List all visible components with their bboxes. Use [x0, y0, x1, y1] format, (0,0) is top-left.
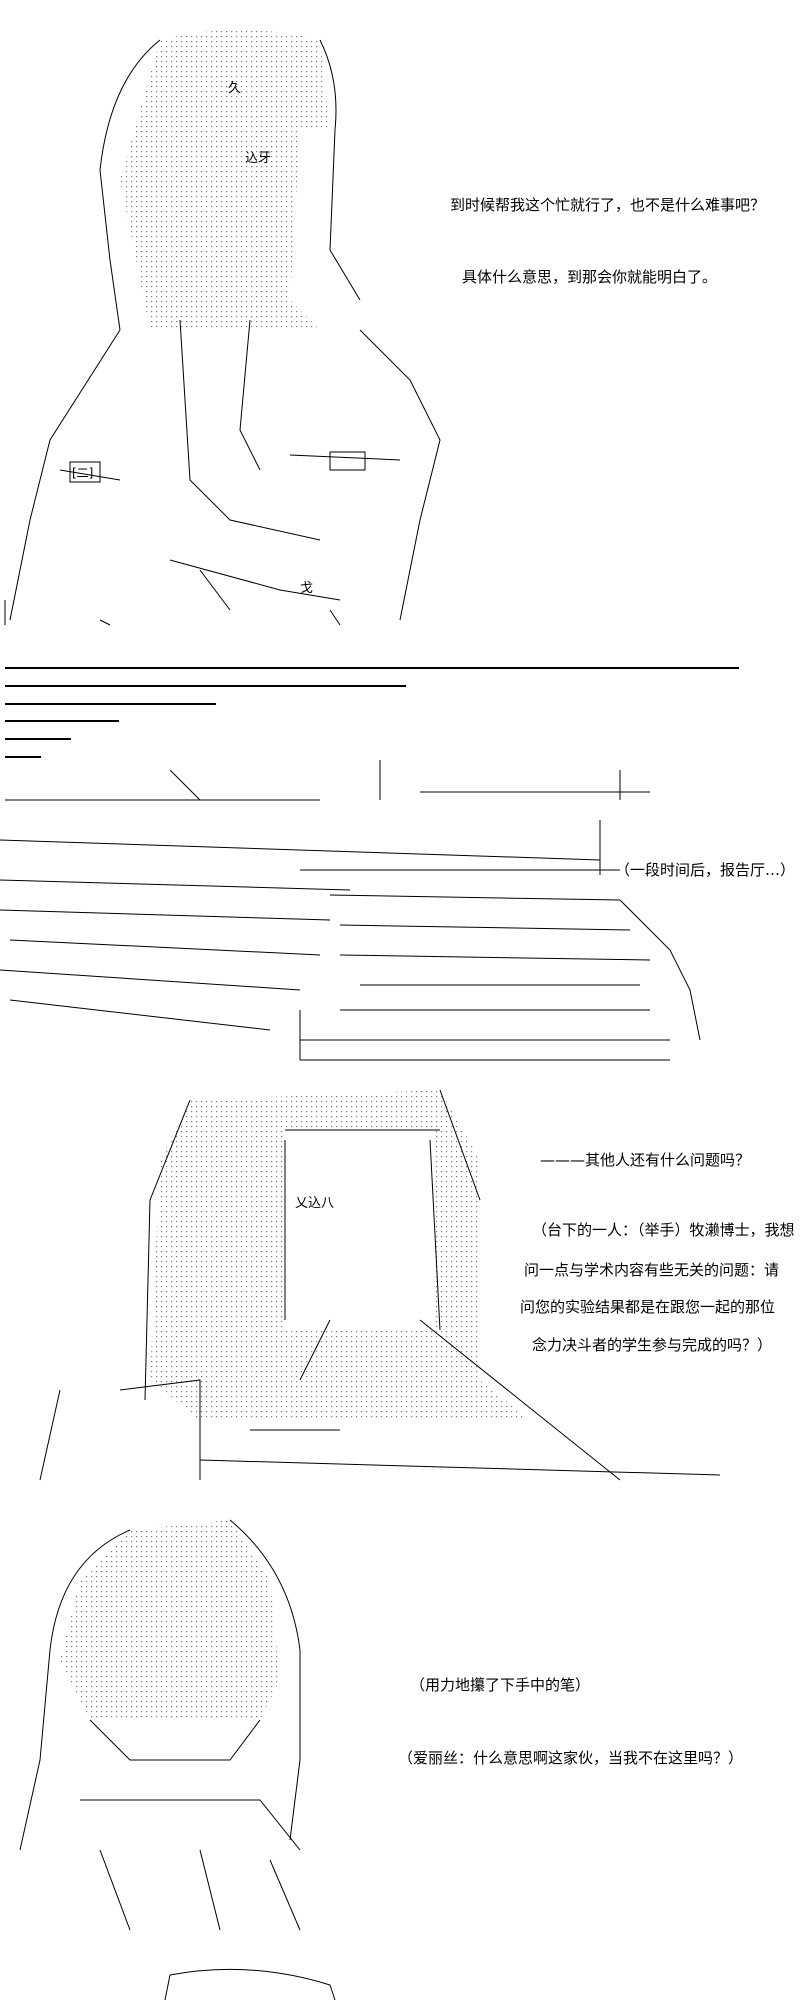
- art-text: 戈: [300, 581, 314, 596]
- dialogue-line: （爱丽丝：什么意思啊这家伙，当我不在这里吗？）: [398, 1749, 744, 1767]
- dialogue-line: 问一点与学术内容有些无关的问题：请: [524, 1261, 780, 1279]
- dialogue-line: （用力地攥了下手中的笔）: [410, 1676, 591, 1694]
- dialogue-line: 具体什么意思，到那会你就能明白了。: [462, 268, 718, 286]
- auditorium-art: [0, 760, 701, 1061]
- divider-line: [5, 720, 119, 722]
- dialogue-line: 念力决斗者的学生参与完成的吗？）: [532, 1336, 773, 1354]
- girl-figure-art: [4, 30, 441, 626]
- dialogue-line: 问您的实验结果都是在跟您一起的那位: [520, 1298, 776, 1316]
- art-text: 込牙: [245, 151, 272, 166]
- alice-figure-art: [19, 1519, 336, 2000]
- doctor-figure-art: [39, 1089, 721, 1481]
- divider-line: [5, 685, 406, 687]
- dialogue-line: ———其他人还有什么问题吗？: [540, 1151, 751, 1169]
- divider-line: [5, 703, 216, 705]
- art-text: 久: [228, 81, 242, 96]
- scene-caption: （一段时间后，报告厅…）: [615, 861, 796, 879]
- dialogue-line: （台下的一人：（举手）牧濑博士，我想: [532, 1221, 795, 1239]
- divider-line: [5, 756, 41, 758]
- divider-line: [5, 667, 739, 669]
- art-text: [二]: [72, 466, 94, 480]
- divider-line: [5, 738, 71, 740]
- dialogue-line: 到时候帮我这个忙就行了，也不是什么难事吧？: [450, 196, 766, 214]
- art-text: 乂込八: [295, 1196, 335, 1211]
